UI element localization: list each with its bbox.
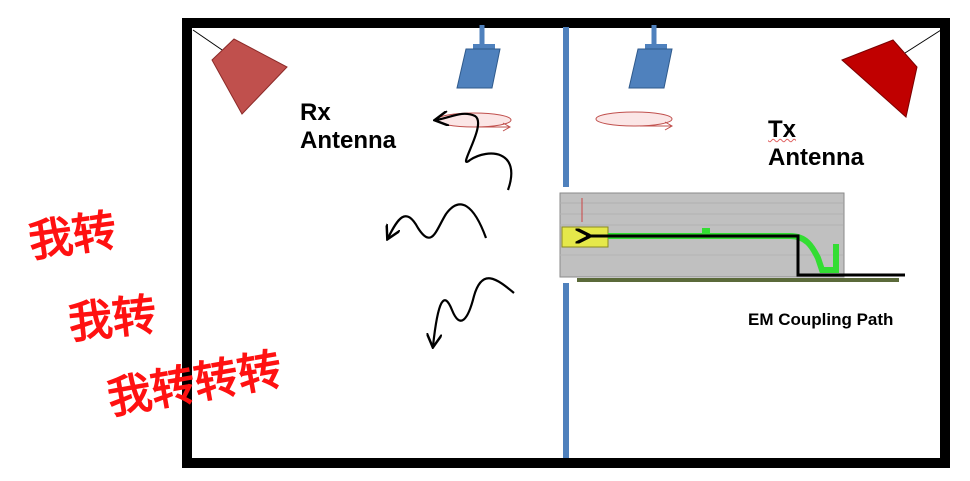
tx-probe: [628, 25, 673, 89]
trace-tab: [702, 228, 710, 236]
tx-label-line2: Antenna: [768, 144, 864, 172]
tx-label-line1: Tx: [768, 116, 797, 143]
tx-rotation-arrow: [595, 111, 674, 131]
wave-arrow-1: [436, 114, 513, 191]
tx-horn-antenna: [841, 29, 942, 118]
rx-label-line1: Rx: [300, 99, 331, 126]
rx-horn-antenna: [192, 29, 288, 115]
wave-arrow-3: [433, 277, 515, 346]
watermark-row-2: 我转: [66, 289, 159, 350]
rx-probe: [456, 25, 501, 89]
em-coupling-path-arrow: [586, 236, 905, 277]
em-coupling-label: EM Coupling Path: [748, 310, 894, 329]
tx-antenna-label: Tx Antenna: [768, 116, 864, 173]
watermark-row-1: 我转: [25, 205, 120, 268]
wave-arrow-2: [388, 203, 488, 238]
chamber-frame: [182, 18, 950, 468]
rx-rotation-arrow: [436, 112, 512, 132]
rx-antenna-label: Rx Antenna: [300, 99, 396, 156]
rx-label-line2: Antenna: [300, 127, 396, 155]
